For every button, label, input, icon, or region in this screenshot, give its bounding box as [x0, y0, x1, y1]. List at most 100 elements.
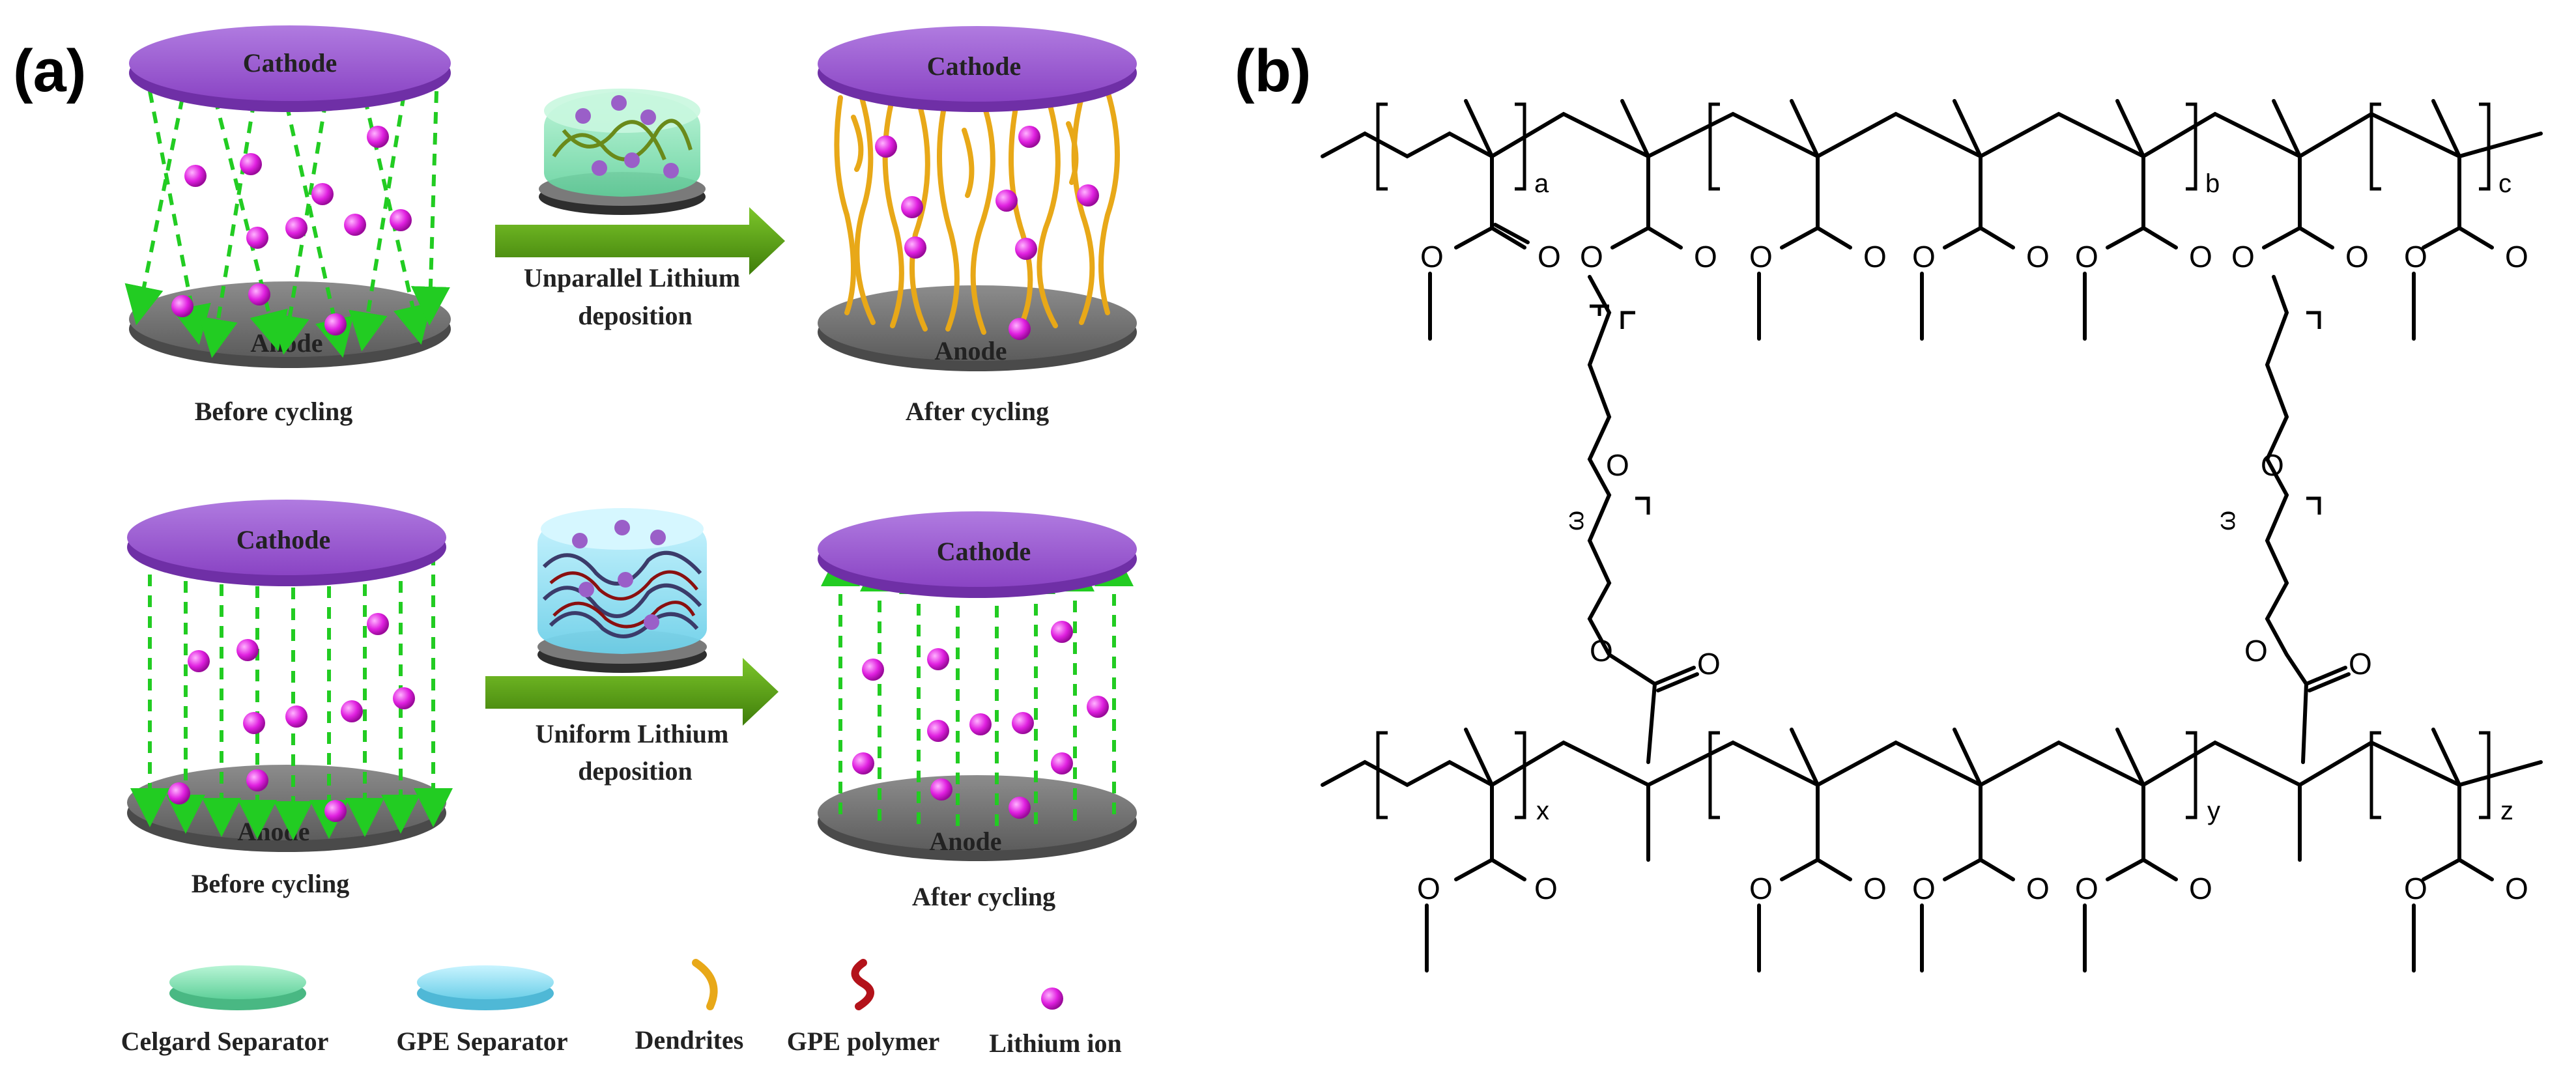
- oxygen-label: O: [1749, 240, 1773, 274]
- lithium-ion: [324, 313, 347, 335]
- subscript-y: y: [2207, 797, 2220, 825]
- lithium-ion: [1018, 126, 1040, 148]
- lithium-ion: [243, 712, 265, 734]
- uniform-deposition-line1: Uniform Lithium: [536, 719, 729, 748]
- oxygen-label: O: [1420, 240, 1444, 274]
- parallel-ion-paths: [130, 554, 453, 840]
- lithium-ions: [852, 621, 1109, 819]
- dendrites: [834, 89, 1120, 335]
- lithium-ion: [852, 752, 874, 774]
- lithium-ion: [927, 648, 949, 670]
- lithium-ion: [1009, 318, 1031, 340]
- cathode-disc: [127, 500, 446, 575]
- bottom-after-cell: Anode Cathode: [818, 511, 1137, 911]
- lithium-ion: [311, 183, 334, 205]
- cathode-label: Cathode: [236, 525, 330, 554]
- unparallel-deposition-line2: deposition: [578, 301, 693, 330]
- panel-b-label: (b): [1235, 38, 1311, 104]
- oxygen-label: O: [1590, 634, 1613, 668]
- lithium-ion: [341, 700, 363, 722]
- legend-label: Celgard Separator: [121, 1027, 329, 1056]
- lithium-ion: [367, 613, 389, 635]
- oxygen-label: O: [2505, 872, 2528, 905]
- lithium-ion-icon: [1041, 988, 1063, 1010]
- oxygen-label: O: [2349, 647, 2372, 681]
- lithium-ion: [1051, 752, 1073, 774]
- lithium-ion: [927, 720, 949, 742]
- lithium-ion: [901, 196, 923, 218]
- unparallel-ion-paths: [124, 91, 450, 358]
- oxygen-label: O: [2189, 240, 2212, 274]
- pendant-repeat-omega: ω: [2212, 511, 2240, 531]
- top-before-cell: Anode Cathode: [124, 25, 451, 426]
- lithium-ion: [246, 769, 268, 791]
- legend-label: GPE Separator: [396, 1027, 567, 1056]
- lithium-ions: [168, 613, 415, 822]
- lithium-ion: [862, 659, 884, 681]
- oxygen-label: O: [1912, 872, 1936, 905]
- anode-label: Anode: [929, 827, 1001, 856]
- top-after-cell: Anode Cathode: [818, 26, 1137, 426]
- lithium-ion: [188, 650, 210, 672]
- process-arrow-uniform: [485, 658, 779, 726]
- oxygen-label: O: [2505, 240, 2528, 274]
- lithium-ion: [1077, 184, 1099, 206]
- cathode-label: Cathode: [937, 537, 1031, 566]
- lithium-ions: [875, 126, 1099, 340]
- legend-label: GPE polymer: [787, 1027, 939, 1056]
- oxygen-label: O: [2075, 872, 2098, 905]
- lithium-ion: [1015, 238, 1037, 260]
- oxygen-label: O: [2075, 240, 2098, 274]
- cathode-label: Cathode: [927, 51, 1021, 81]
- lithium-ion: [969, 713, 992, 735]
- lithium-ion: [285, 705, 308, 728]
- oxygen-label: O: [2261, 448, 2284, 482]
- legend-item-dendrites: Dendrites: [635, 959, 744, 1055]
- oxygen-label: O: [2345, 240, 2369, 274]
- lithium-ion: [367, 126, 389, 148]
- lithium-ion: [390, 209, 412, 231]
- legend-item-gpe-polymer: GPE polymer: [787, 959, 939, 1056]
- unparallel-deposition-line1: Unparallel Lithium: [524, 263, 740, 292]
- lithium-ion: [344, 214, 366, 236]
- oxygen-label: O: [2026, 240, 2050, 274]
- legend-label: Dendrites: [635, 1025, 744, 1055]
- lithium-ion: [285, 217, 308, 239]
- lithium-ion: [875, 135, 897, 158]
- uniform-deposition-line2: deposition: [578, 756, 693, 786]
- oxygen-label: O: [2404, 872, 2427, 905]
- dendrite-icon: [692, 959, 718, 1010]
- peg-crosslink-right: O O ω O: [2212, 275, 2372, 764]
- cathode-disc: [818, 26, 1137, 102]
- oxygen-label: O: [1863, 240, 1887, 274]
- subscript-a: a: [1534, 169, 1549, 198]
- oxygen-label: O: [2244, 634, 2268, 668]
- lithium-ion: [246, 227, 268, 249]
- after-cycling-caption: After cycling: [906, 397, 1049, 426]
- oxygen-label: O: [1863, 872, 1887, 905]
- oxygen-label: O: [2231, 240, 2255, 274]
- anode-label: Anode: [237, 817, 309, 846]
- ester-groups-bottom: O O O O O O O O O: [1417, 783, 2528, 973]
- panel-a-label: (a): [13, 38, 86, 104]
- lithium-ion: [1012, 712, 1034, 734]
- lithium-ions: [171, 126, 412, 335]
- lithium-ion: [1009, 797, 1031, 819]
- oxygen-label: O: [1694, 240, 1717, 274]
- legend-item-gpe-separator: GPE Separator: [396, 965, 568, 1056]
- gpe-separator-icon: [417, 965, 554, 999]
- lithium-ion: [248, 283, 270, 306]
- ester-groups-top: O O O O O O O O O O: [1420, 154, 2528, 341]
- oxygen-label: O: [1606, 448, 1629, 482]
- lithium-ion: [236, 639, 259, 661]
- oxygen-label: O: [1697, 647, 1721, 681]
- before-cycling-caption: Before cycling: [192, 869, 350, 898]
- lithium-ion: [995, 190, 1018, 212]
- oxygen-label: O: [1538, 240, 1561, 274]
- oxygen-label: O: [2189, 872, 2212, 905]
- subscript-x: x: [1536, 797, 1549, 825]
- lithium-ion: [171, 295, 193, 317]
- subscript-z: z: [2500, 797, 2513, 825]
- oxygen-label: O: [1417, 872, 1440, 905]
- celgard-separator-illustration: [539, 89, 706, 215]
